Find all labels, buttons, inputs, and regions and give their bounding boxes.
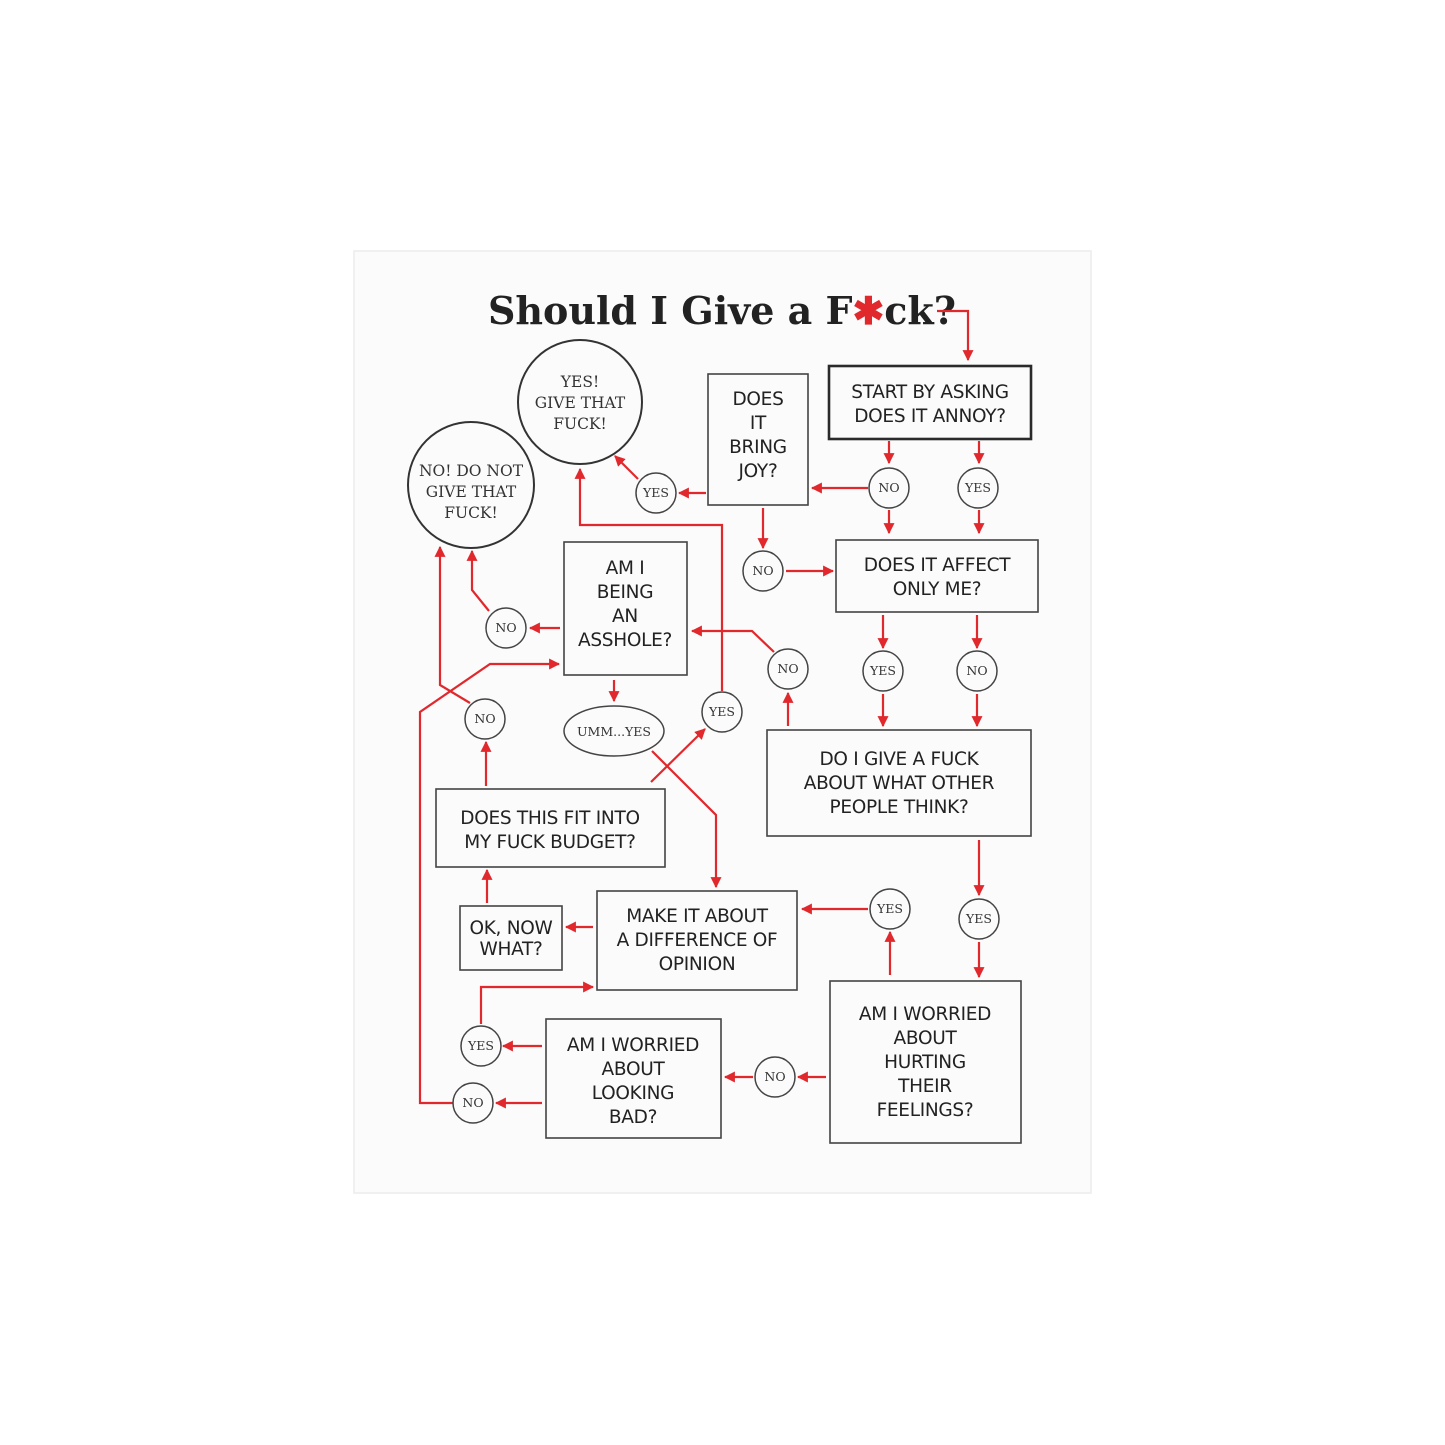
arrow	[574, 467, 724, 691]
answer-umm-yes: UMM...YES	[563, 705, 665, 757]
poster-title: Should I Give a F✱ck?	[488, 288, 956, 333]
arrow	[418, 658, 561, 1105]
answer-no: NO	[452, 1082, 494, 1124]
svg-text:NO: NO	[474, 711, 495, 726]
answer-yes: YES	[635, 472, 677, 514]
svg-text:NO: NO	[764, 1069, 785, 1084]
svg-text:NO: NO	[878, 480, 899, 495]
arrow	[651, 750, 722, 889]
arrow	[614, 455, 639, 480]
answer-yes: YES	[869, 888, 911, 930]
answer-yes: YES	[701, 691, 743, 733]
svg-text:YES: YES	[964, 480, 991, 495]
answer-yes: YES	[957, 467, 999, 509]
svg-text:NO: NO	[495, 620, 516, 635]
svg-text:NO: NO	[777, 661, 798, 676]
svg-text:NO: NO	[752, 563, 773, 578]
answer-yes: YES	[460, 1025, 502, 1067]
answer-no: NO	[754, 1056, 796, 1098]
svg-text:YES: YES	[708, 704, 735, 719]
answer-no: NO	[485, 607, 527, 649]
svg-text:YES: YES	[869, 663, 896, 678]
answer-no: NO	[956, 650, 998, 692]
answer-yes: YES	[862, 650, 904, 692]
answer-yes: YES	[958, 898, 1000, 940]
arrow-title-start	[937, 309, 974, 362]
svg-text:YES: YES	[965, 911, 992, 926]
answer-no: NO	[464, 698, 506, 740]
svg-text:YES: YES	[642, 485, 669, 500]
arrow	[650, 728, 706, 783]
svg-text:NO: NO	[462, 1095, 483, 1110]
answer-no: NO	[742, 550, 784, 592]
arrow	[690, 625, 775, 653]
answer-circles: NO YES YES NO NO YES NO NO YES NO YES YE…	[452, 467, 1000, 1124]
answer-no: NO	[868, 467, 910, 509]
svg-text:NO: NO	[966, 663, 987, 678]
arrow	[466, 549, 490, 612]
svg-text:YES: YES	[467, 1038, 494, 1053]
svg-text:UMM...YES: UMM...YES	[577, 724, 651, 739]
asterisk-icon: ✱	[852, 288, 884, 333]
svg-text:YES: YES	[876, 901, 903, 916]
answer-no: NO	[767, 648, 809, 690]
arrows	[418, 309, 985, 1109]
arrow	[479, 981, 595, 1024]
arrow	[434, 545, 471, 704]
